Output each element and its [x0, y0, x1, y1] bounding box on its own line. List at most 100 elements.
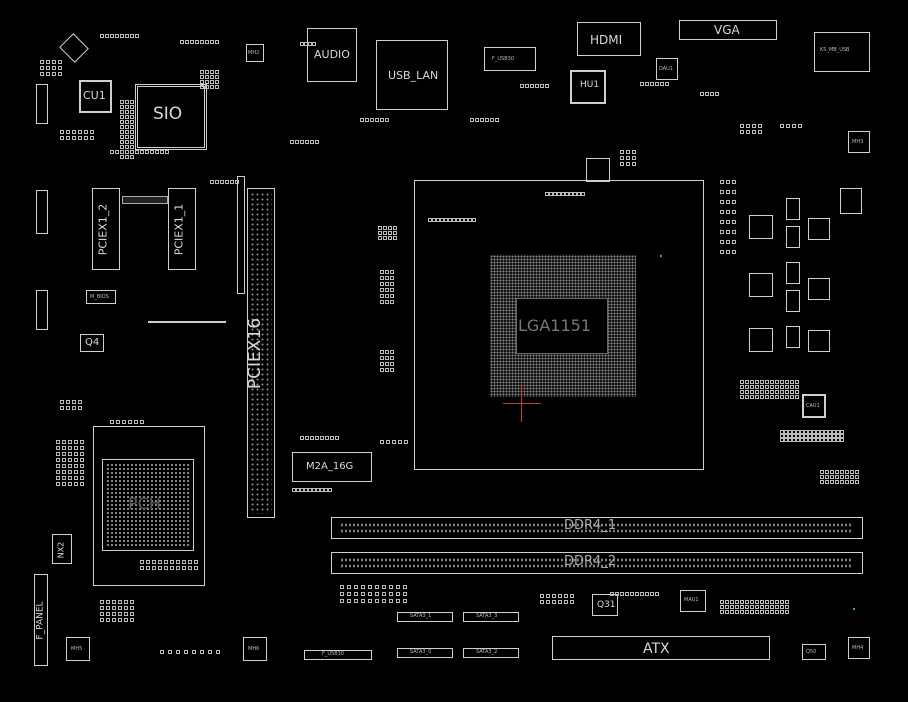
smd-pad	[750, 385, 754, 389]
smd-pad	[383, 226, 387, 230]
smd-pad	[770, 610, 774, 614]
f-usb30-top-label: F_USB30	[492, 56, 515, 62]
smd-pad	[80, 458, 84, 462]
smd-pad	[525, 84, 529, 88]
smd-pad	[830, 480, 834, 484]
smd-pad	[120, 140, 124, 144]
smd-pad	[726, 210, 730, 214]
smd-pad	[745, 385, 749, 389]
smd-pad	[758, 124, 762, 128]
smd-pad	[626, 162, 630, 166]
q50-part	[802, 644, 826, 660]
smd-pad	[200, 40, 204, 44]
smd-pad	[735, 610, 739, 614]
smd-pad	[545, 84, 549, 88]
smd-pad	[375, 118, 379, 122]
smd-pad	[385, 282, 389, 286]
smd-pad	[74, 464, 78, 468]
vrm-mosfet-1	[786, 198, 800, 220]
smd-pad	[626, 150, 630, 154]
smd-pad	[795, 390, 799, 394]
smd-pad	[770, 395, 774, 399]
smd-pad	[828, 430, 832, 434]
smd-pad	[130, 600, 134, 604]
smd-pad	[195, 40, 199, 44]
smd-pad	[720, 230, 724, 234]
smd-pad	[800, 438, 804, 442]
sata3-0-label: SATA3_0	[410, 649, 432, 655]
smd-pad	[205, 85, 209, 89]
smd-pad	[74, 458, 78, 462]
smd-pad	[632, 156, 636, 160]
smd-pad	[812, 430, 816, 434]
smd-pad	[835, 480, 839, 484]
smd-pad	[480, 118, 484, 122]
smd-pad	[745, 600, 749, 604]
smd-pad	[561, 192, 565, 196]
left-connector-2	[36, 190, 48, 234]
smd-pad	[780, 124, 784, 128]
smd-pad	[825, 475, 829, 479]
smd-pad	[726, 220, 730, 224]
smd-pad	[152, 566, 156, 570]
smd-pad	[824, 438, 828, 442]
smd-pad	[380, 276, 384, 280]
smd-pad	[215, 85, 219, 89]
smd-pad	[720, 190, 724, 194]
smd-pad	[770, 380, 774, 384]
smd-pad	[320, 436, 324, 440]
smd-pad	[845, 480, 849, 484]
smd-pad	[720, 200, 724, 204]
f-panel-header	[34, 574, 48, 666]
smd-pad	[855, 475, 859, 479]
smd-pad	[140, 150, 144, 154]
smd-pad	[125, 135, 129, 139]
smd-pad	[52, 66, 56, 70]
f-usb30-bottom	[304, 650, 372, 660]
smd-pad	[215, 180, 219, 184]
smd-pad	[308, 42, 312, 46]
smd-pad	[404, 440, 408, 444]
smd-pad	[328, 488, 332, 492]
smd-pad	[304, 42, 308, 46]
smd-pad	[549, 192, 553, 196]
nx2-label: NX2	[56, 541, 66, 559]
smd-pad	[130, 155, 134, 159]
smd-pad	[832, 434, 836, 438]
smd-pad	[775, 380, 779, 384]
smd-pad	[820, 475, 824, 479]
smd-pad	[368, 592, 372, 596]
smd-pad	[40, 72, 44, 76]
smd-pad	[380, 294, 384, 298]
smd-pad	[388, 231, 392, 235]
smd-pad	[436, 218, 440, 222]
smd-pad	[796, 430, 800, 434]
cau1-label: CAU1	[806, 403, 820, 409]
smd-pad	[573, 192, 577, 196]
smd-pad	[795, 385, 799, 389]
smd-pad	[845, 470, 849, 474]
smd-pad	[80, 464, 84, 468]
smd-pad	[780, 438, 784, 442]
smd-pad	[820, 434, 824, 438]
smd-pad	[290, 140, 294, 144]
audio-jack	[307, 28, 357, 82]
sata3-1-label: SATA3_1	[410, 613, 432, 619]
smd-pad	[125, 110, 129, 114]
smd-pad	[292, 488, 296, 492]
smd-pad	[485, 118, 489, 122]
smd-pad	[375, 585, 379, 589]
smd-pad	[125, 115, 129, 119]
smd-pad	[124, 618, 128, 622]
smd-pad	[200, 70, 204, 74]
socket-top-part	[586, 158, 610, 182]
mau1-chip	[680, 590, 706, 612]
smd-pad	[74, 476, 78, 480]
smd-pad	[164, 560, 168, 564]
m2a-slot	[292, 452, 372, 482]
smd-pad	[392, 440, 396, 444]
smd-pad	[795, 395, 799, 399]
smd-pad	[824, 430, 828, 434]
smd-pad	[125, 140, 129, 144]
mau1-label: MAU1	[684, 597, 699, 603]
